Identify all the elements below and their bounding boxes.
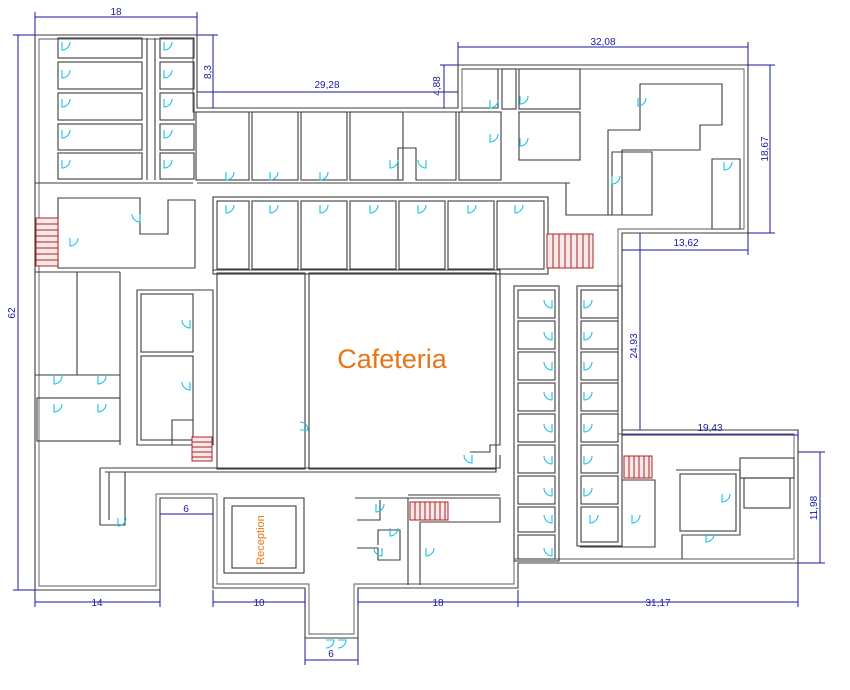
door-swing (181, 319, 191, 329)
door-swing (543, 547, 553, 557)
door-swing (61, 69, 71, 79)
door-swing (543, 514, 553, 524)
stair-south (409, 501, 449, 521)
dim-south-east-height: 11,98 (809, 495, 820, 520)
cafeteria-label: Cafeteria (337, 344, 448, 374)
stairs (35, 217, 653, 521)
door-swing (225, 204, 235, 214)
door-swing (543, 423, 553, 433)
door-swing (53, 403, 63, 413)
door-swing (611, 175, 621, 185)
door-swing (61, 129, 71, 139)
dimension-lines (13, 12, 825, 665)
door-swing (583, 455, 593, 465)
door-swing (583, 487, 593, 497)
door-swing (637, 97, 647, 107)
door-swing (389, 159, 399, 169)
dim-upper-right-width: 32,08 (590, 37, 615, 48)
door-swing (369, 204, 379, 214)
door-swing (61, 98, 71, 108)
dim-right-block-height: 18,67 (760, 136, 771, 161)
dim-bottom-center: 18 (432, 598, 444, 609)
dim-overall-height: 62 (7, 307, 18, 319)
door-swing (337, 639, 347, 649)
door-swing (705, 533, 715, 543)
stair-west (35, 217, 59, 267)
door-swing (389, 527, 399, 537)
dimension-labels: 18 32,08 8,3 29,28 4,88 18,67 13,62 62 2… (7, 7, 820, 660)
dim-entrance-gap: 6 (183, 504, 189, 515)
door-swing (181, 381, 191, 391)
stair-center (191, 436, 213, 462)
door-swing (97, 375, 107, 385)
door-swing (69, 237, 79, 247)
dim-bottom-right: 31,17 (645, 598, 670, 609)
door-swing (514, 204, 524, 214)
door-swing (583, 361, 593, 371)
door-swing (543, 391, 553, 401)
door-swing (631, 514, 641, 524)
door-swing (463, 454, 473, 464)
door-swing (97, 403, 107, 413)
door-swing (131, 213, 141, 223)
door-swing (375, 503, 385, 513)
door-swing (417, 204, 427, 214)
door-swing (543, 487, 553, 497)
door-swing (163, 98, 173, 108)
door-swing (489, 99, 499, 109)
door-swing (543, 361, 553, 371)
door-swing (163, 129, 173, 139)
dim-corridor-step: 4,88 (432, 76, 443, 96)
door-swing (489, 133, 499, 143)
door-swing (269, 204, 279, 214)
dim-top-left-width: 18 (110, 7, 122, 18)
door-swing (425, 547, 435, 557)
door-swing (723, 161, 733, 171)
door-swing (583, 391, 593, 401)
door-swing (61, 159, 71, 169)
door-swing (269, 171, 279, 181)
door-swing (543, 331, 553, 341)
door-swing (225, 171, 235, 181)
door-swing (543, 299, 553, 309)
door-swing (319, 204, 329, 214)
door-swing (583, 423, 593, 433)
dim-right-notch: 13,62 (673, 238, 698, 249)
door-swing (53, 375, 63, 385)
door-swing (319, 171, 329, 181)
door-swing (325, 639, 335, 649)
door-swing (589, 514, 599, 524)
door-swing (519, 95, 529, 105)
door-swing (721, 493, 731, 503)
dim-entrance-width: 6 (328, 649, 334, 660)
door-swing (583, 299, 593, 309)
dim-bottom-mid: 10 (253, 598, 265, 609)
dim-corridor-offset: 8,3 (203, 65, 214, 79)
door-swing (163, 159, 173, 169)
inner-walls (35, 37, 795, 585)
door-swing (467, 204, 477, 214)
door-swing (417, 159, 427, 169)
door-swing (117, 517, 127, 527)
dim-south-east-width: 19,43 (697, 423, 722, 434)
door-swing (163, 41, 173, 51)
stair-northeast (546, 233, 594, 269)
door-swings (53, 41, 733, 649)
reception-label: Reception (255, 515, 267, 565)
outer-walls (34, 34, 799, 639)
door-swing (299, 421, 309, 431)
door-swing (543, 455, 553, 465)
door-swing (61, 41, 71, 51)
door-swing (583, 331, 593, 341)
door-swing (373, 547, 383, 557)
dim-east-wing-drop: 24,93 (629, 333, 640, 358)
door-swing (519, 137, 529, 147)
stair-southeast (623, 455, 653, 479)
dim-bottom-left: 14 (91, 598, 103, 609)
door-swing (163, 69, 173, 79)
dim-corridor-length: 29,28 (314, 80, 339, 91)
